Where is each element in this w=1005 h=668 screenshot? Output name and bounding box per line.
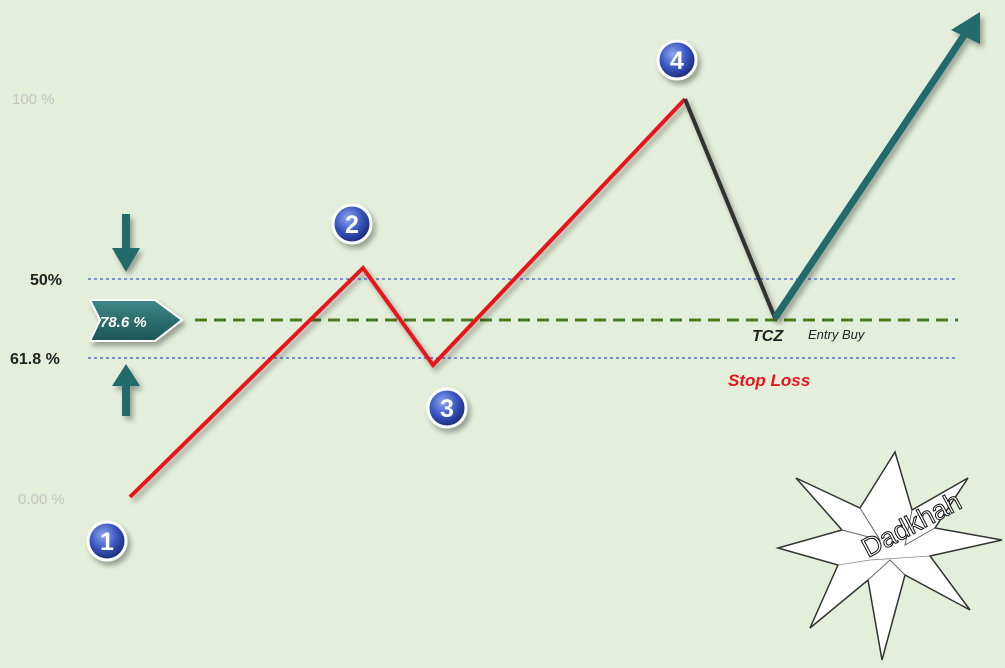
point-marker-1-label: 1	[100, 528, 114, 556]
point-marker-4: 4	[656, 39, 698, 81]
point-marker-2-label: 2	[345, 211, 359, 239]
tcz-label: TCZ	[752, 328, 784, 345]
arrow-up-icon	[112, 364, 140, 416]
target-arrow	[772, 12, 980, 320]
correction-wave-line	[683, 98, 777, 319]
dadkhah-logo: Dadkhah	[775, 450, 1003, 661]
impulse-wave-line	[128, 97, 687, 499]
point-marker-2: 2	[331, 203, 373, 245]
point-marker-3: 3	[426, 387, 468, 429]
arrow-down-icon	[112, 214, 140, 272]
level-label-100: 100 %	[12, 91, 55, 108]
stop-loss-label: Stop Loss	[728, 371, 810, 390]
level-label-50: 50%	[30, 272, 62, 289]
level-label-0: 0.00 %	[18, 491, 65, 508]
point-marker-4-label: 4	[670, 47, 684, 75]
level-label-61-8: 61.8 %	[10, 351, 60, 368]
point-marker-1: 1	[86, 520, 128, 562]
point-marker-3-label: 3	[440, 395, 454, 423]
retracement-badge: 78.6 %	[88, 299, 184, 342]
entry-buy-label: Entry Buy	[808, 327, 866, 342]
retracement-badge-label: 78.6 %	[100, 314, 147, 331]
